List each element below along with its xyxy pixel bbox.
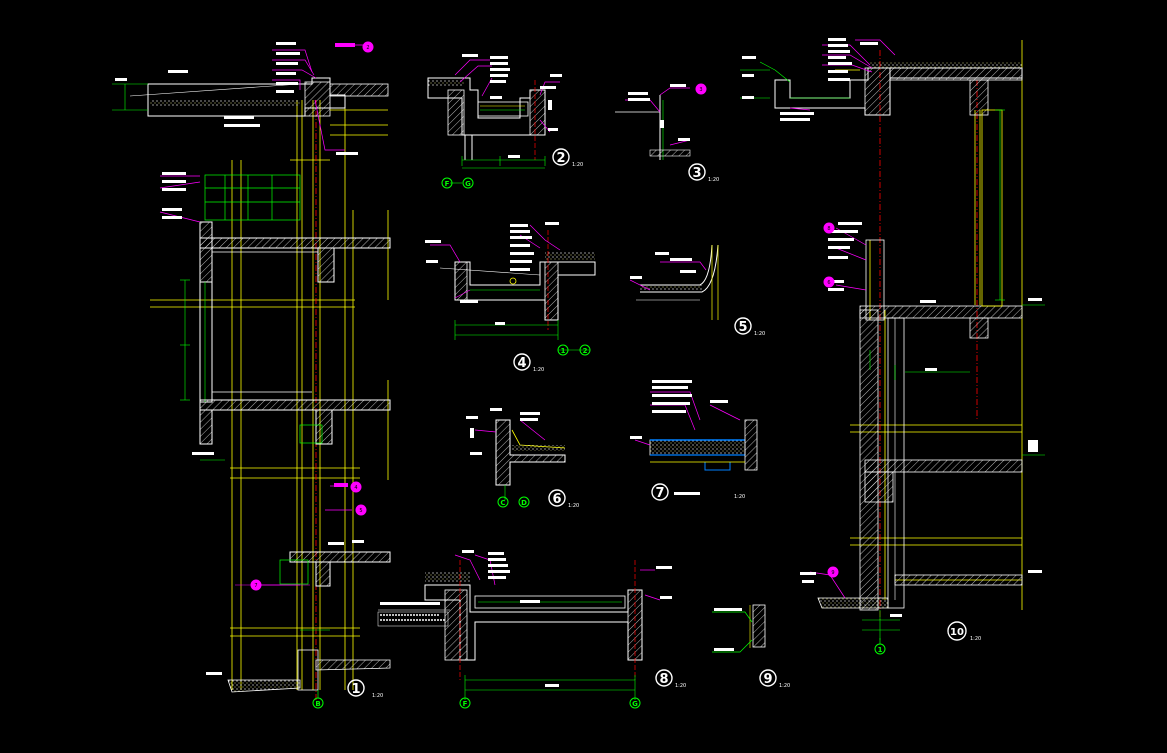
detail-1-callouts: 2 4 5 7	[250, 41, 374, 591]
callout-label: 7	[254, 583, 257, 589]
detail-5-section: 5 1:20	[629, 244, 765, 337]
callout-label: 8	[827, 226, 830, 232]
callout-label: 2	[366, 45, 369, 51]
detail-1-dimensions	[112, 83, 330, 631]
detail-1-leaders	[159, 44, 365, 586]
detail-6-number-marker: 6 1:20	[548, 489, 579, 509]
detail-1-axis-lines	[150, 100, 389, 690]
detail-1-section: 2 4 5 7 B 1 1:20	[112, 41, 450, 709]
detail-number: 6	[552, 492, 561, 507]
detail-2-number-marker: 2 1:20	[552, 148, 583, 168]
callout-bubble	[355, 504, 367, 516]
detail-5-number-marker: 5 1:20	[734, 317, 765, 337]
detail-2-axis-tags: F G	[441, 177, 474, 189]
detail-1-railing	[204, 174, 301, 221]
detail-scale: 1:20	[372, 693, 383, 699]
axis-tag-label: F	[445, 180, 450, 188]
detail-8-section: F G 8 1:20	[424, 550, 686, 709]
detail-scale: 1:20	[568, 503, 579, 509]
axis-tag-label: 2	[583, 347, 588, 355]
detail-1-roof-parapet	[129, 77, 389, 136]
detail-number: 1	[351, 682, 360, 697]
detail-10-number-marker: 10 1:20	[947, 621, 981, 642]
detail-scale: 1:20	[572, 162, 583, 168]
detail-1-number-marker: 1 1:20	[347, 679, 383, 699]
callout-label: 6	[827, 280, 830, 286]
axis-tag-label: G	[632, 700, 638, 708]
axis-tag-label: D	[521, 499, 527, 507]
axis-tag-label: C	[500, 499, 505, 507]
detail-7-section: 7 1:20	[630, 380, 758, 501]
detail-9-number-marker: 9 1:20	[759, 669, 790, 689]
detail-scale: 1:20	[675, 683, 686, 689]
detail-scale: 1:20	[754, 331, 765, 337]
detail-10-section: 8 9 6 1 10 1:20	[740, 38, 1045, 655]
detail-scale: 1:20	[779, 683, 790, 689]
axis-tag-label: F	[463, 700, 468, 708]
detail-number: 5	[738, 320, 747, 335]
callout-label: 5	[359, 508, 362, 514]
detail-2-section: F G 2 1:20	[427, 54, 583, 189]
axis-tag-label: G	[465, 180, 471, 188]
detail-7-number-marker: 7 1:20	[651, 483, 745, 501]
detail-6-axis-tags: C D	[497, 496, 530, 508]
detail-4-axis-tags: 1 2	[557, 344, 591, 356]
detail-1-slab-middle	[199, 399, 391, 445]
detail-9-section: 9 1:20	[712, 604, 790, 689]
detail-1-ground	[227, 609, 450, 693]
detail-1-axis-tag: B	[312, 690, 324, 709]
detail-scale: 1:20	[734, 494, 745, 500]
detail-3-section: 3 3 1:20	[615, 83, 719, 183]
callout-label: 9	[831, 570, 834, 576]
detail-number: 8	[659, 672, 668, 687]
detail-1-slab-lower	[235, 551, 391, 587]
callout-bubble	[350, 481, 362, 493]
callout-label: 3	[699, 87, 702, 93]
detail-1-label-blocks	[115, 42, 440, 675]
axis-tag-label: 1	[561, 347, 566, 355]
detail-6-section: C D 6 1:20	[466, 408, 579, 509]
detail-number: 10	[950, 627, 964, 638]
detail-scale: 1:20	[970, 636, 981, 642]
detail-scale: 1:20	[533, 367, 544, 373]
detail-10-axis-tag: 1	[874, 638, 886, 655]
callout-bubble	[362, 41, 374, 53]
detail-number: 3	[692, 166, 701, 181]
detail-1-slab-upper	[199, 221, 391, 283]
detail-scale: 1:20	[708, 177, 719, 183]
callout-bubble	[250, 579, 262, 591]
detail-8-number-marker: 8 1:20	[655, 669, 686, 689]
detail-4-number-marker: 4 1:20	[513, 353, 544, 373]
detail-4-section: 1 2 4 1:20	[425, 222, 596, 373]
detail-3-number-marker: 3 1:20	[688, 163, 719, 183]
detail-number: 7	[655, 486, 664, 501]
detail-number: 9	[763, 672, 772, 687]
detail-number: 4	[517, 356, 526, 371]
detail-number: 2	[556, 151, 565, 166]
detail-8-axis-tags: F G	[459, 697, 641, 709]
callout-label: 4	[354, 485, 357, 491]
axis-tag-label: B	[315, 700, 320, 708]
axis-tag-label: 1	[878, 646, 883, 654]
